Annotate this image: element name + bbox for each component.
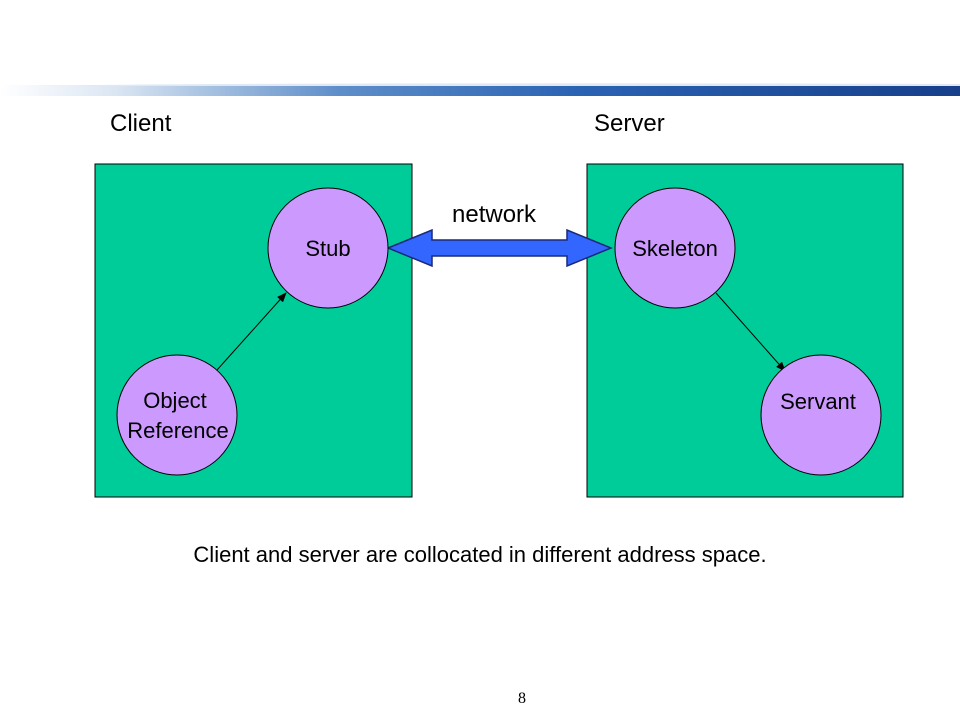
server-label: Server: [594, 110, 665, 137]
object-reference-label-line1: Object: [143, 388, 207, 413]
client-label: Client: [110, 110, 172, 137]
object-reference-node: [116, 354, 238, 476]
reference-to-stub-arrow: [216, 292, 287, 371]
servant-node: [760, 354, 882, 476]
network-label: network: [452, 201, 537, 228]
skeleton-node: [614, 187, 736, 309]
network-arrow: [386, 228, 613, 268]
servant-label: Servant: [780, 389, 856, 414]
page-number: 8: [518, 690, 526, 707]
skeleton-label: Skeleton: [632, 236, 718, 261]
stub-label: Stub: [305, 236, 350, 261]
object-reference-label-line2: Reference: [127, 418, 229, 443]
slide-caption: Client and server are collocated in diff…: [193, 542, 767, 567]
slide-banner: [0, 83, 960, 96]
stub-node: [267, 187, 389, 309]
skeleton-to-servant-arrow: [715, 292, 786, 372]
